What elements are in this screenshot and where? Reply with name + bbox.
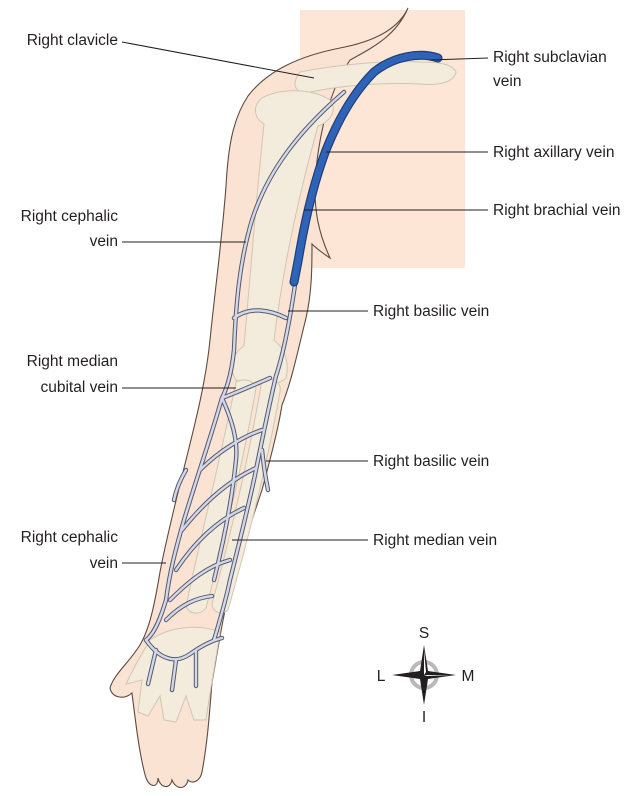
label-right-clavicle: Right clavicle (27, 32, 118, 49)
label-right-basilic-vein-upper: Right basilic vein (373, 303, 489, 320)
compass-rose: S I L M (377, 625, 475, 726)
label-right-cephalic-vein-lower-line2: vein (90, 555, 118, 572)
label-right-median-vein: Right median vein (373, 532, 497, 549)
label-right-median-cubital-vein-line1: Right median (27, 353, 118, 370)
label-right-axillary-vein: Right axillary vein (493, 144, 614, 161)
compass-label-inferior: I (422, 709, 426, 726)
compass-label-superior: S (419, 625, 429, 642)
label-right-cephalic-vein-upper-line2: vein (90, 233, 118, 250)
label-right-cephalic-vein-lower-line1: Right cephalic (21, 529, 119, 546)
torso-panel (300, 10, 465, 268)
label-right-median-cubital-vein-line2: cubital vein (40, 379, 118, 396)
compass-label-lateral: L (377, 668, 386, 685)
label-right-brachial-vein: Right brachial vein (493, 202, 621, 219)
label-right-subclavian-vein-line2: vein (493, 73, 521, 90)
label-right-cephalic-vein-upper-line1: Right cephalic (21, 208, 119, 225)
compass-label-medial: M (462, 668, 475, 685)
label-right-subclavian-vein-line1: Right subclavian (493, 49, 607, 66)
label-right-basilic-vein-lower: Right basilic vein (373, 453, 489, 470)
